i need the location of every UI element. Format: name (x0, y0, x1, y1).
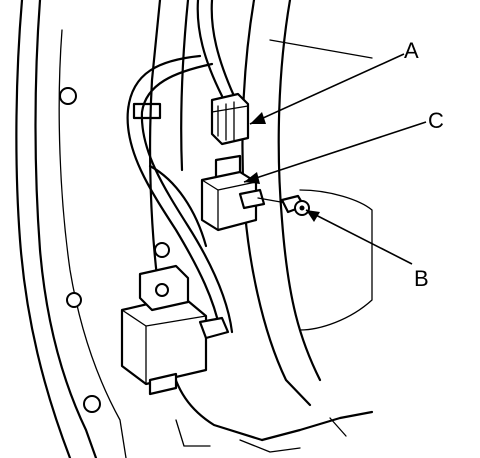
arrowhead-a (250, 112, 266, 124)
arrowhead-b (306, 210, 320, 222)
harness-clip (132, 102, 162, 120)
panel-hole (66, 292, 82, 308)
arrowhead-c (244, 172, 260, 184)
sensor-mount-hole (155, 283, 169, 297)
bolt-b-part (257, 194, 310, 216)
panel-hole (83, 395, 101, 413)
panel-hole (59, 87, 77, 105)
arrowheads (244, 112, 320, 222)
bracket-hole (154, 242, 170, 258)
body-panel (15, 0, 127, 458)
leader-line-c (243, 121, 427, 183)
callout-label-b: B (414, 266, 429, 291)
sensor-connector (198, 316, 230, 340)
leader-line-a (249, 53, 405, 125)
connector-c-part (200, 154, 266, 232)
callout-label-a: A (404, 38, 419, 63)
leader-line-b (305, 209, 413, 265)
callout-label-c: C (428, 108, 444, 133)
sensor-module (120, 264, 230, 396)
wire-harness (126, 0, 236, 334)
leader-lines (243, 53, 427, 265)
sensor-foot (148, 372, 178, 396)
connector-a-part (210, 92, 250, 146)
